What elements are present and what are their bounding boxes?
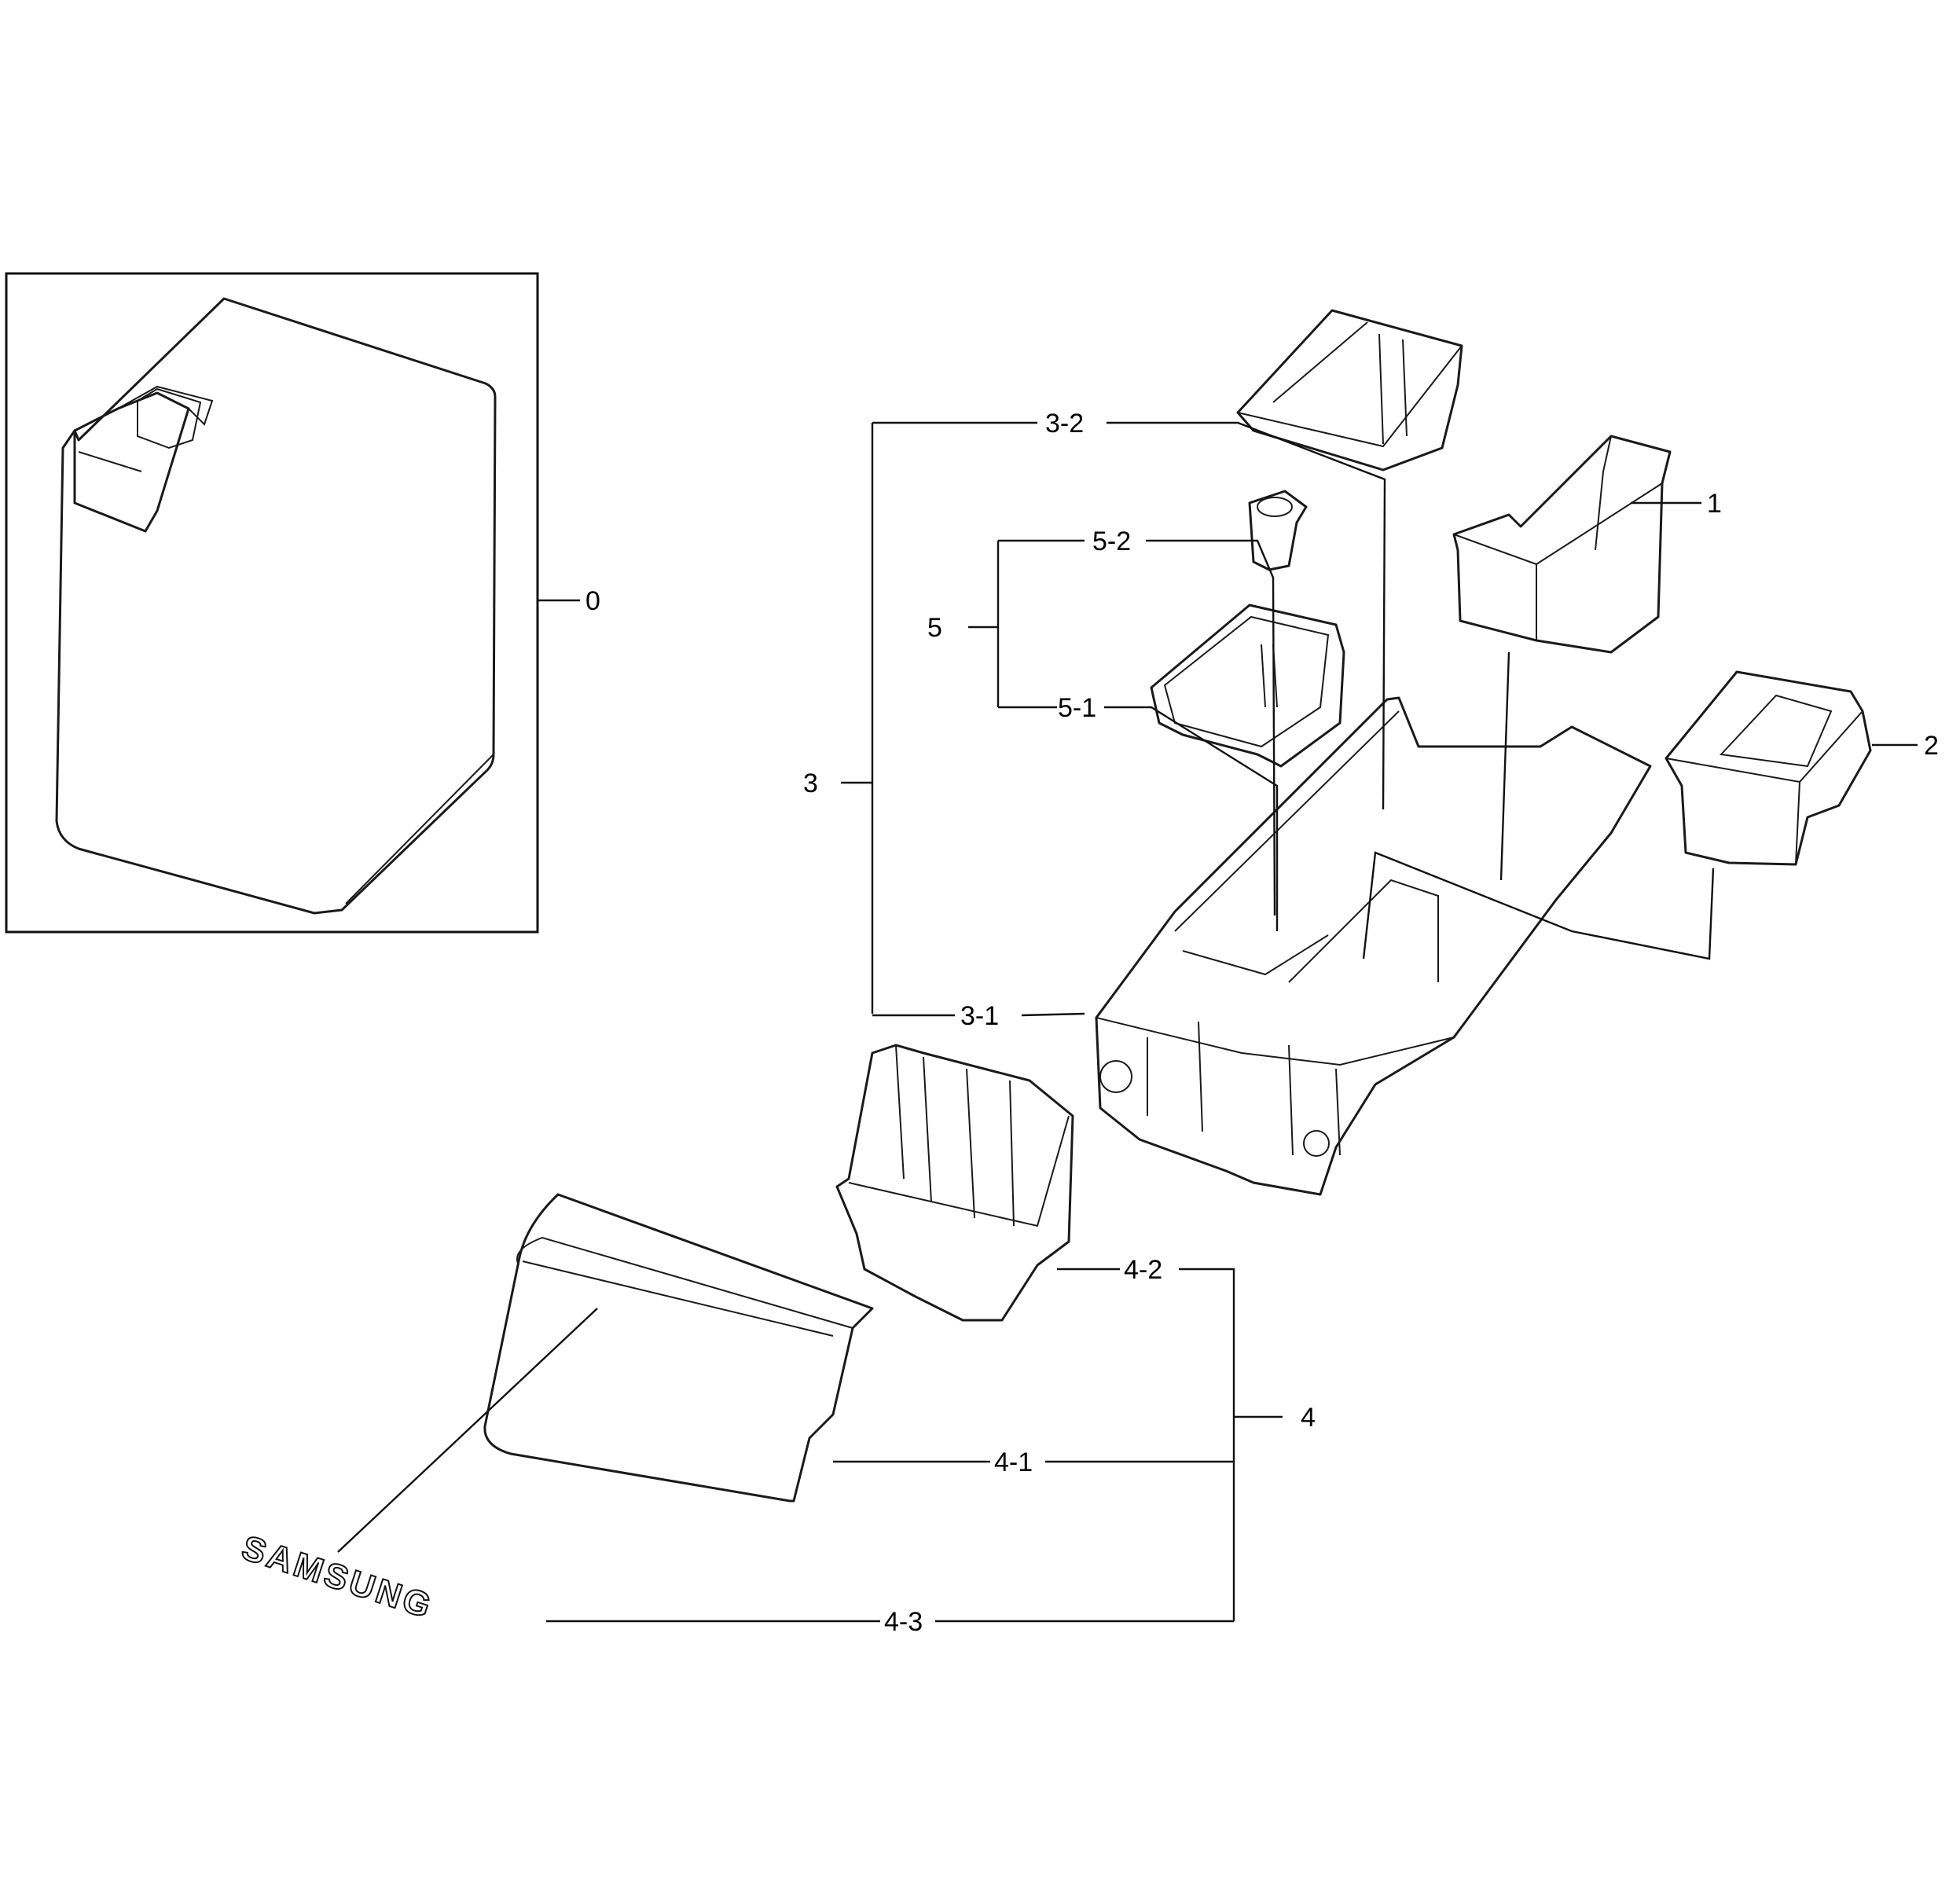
part-4-3-logo: SAMSUNG [237,1528,439,1627]
callout-3: 3 [803,769,818,798]
part-3-1-housing [1095,696,1652,1196]
callout-4-3: 4-3 [884,1607,923,1637]
callout-5-2: 5-2 [1092,527,1131,556]
part-5-1-housing [1150,604,1345,768]
callout-4-2: 4-2 [1124,1255,1162,1285]
part-1-cup [1452,435,1672,654]
callout-3-1: 3-1 [960,1001,999,1031]
part-3-2-tray [1236,309,1463,472]
inset-frame [5,272,539,934]
part-2-cup [1665,670,1872,866]
callout-4-1: 4-1 [994,1448,1033,1477]
callout-2: 2 [1924,731,1939,761]
part-4-1-front-panel [483,1193,874,1503]
washer-cabinet-drawing [55,297,497,915]
callout-labels: 0 1 2 3 3-1 3-2 4 4-1 4-2 4-3 5 5-1 5-2 [585,409,1939,1637]
assembly-overview-inset [5,272,539,934]
callout-1: 1 [1707,489,1722,519]
part-5-2-cap [1248,490,1308,571]
leader-lines [337,421,1918,1623]
callout-5-1: 5-1 [1058,693,1096,723]
callout-4: 4 [1301,1403,1316,1433]
callout-3-2: 3-2 [1045,409,1084,438]
callout-0: 0 [585,586,600,616]
part-4-2-insert [835,1044,1074,1322]
callout-5: 5 [927,613,942,643]
